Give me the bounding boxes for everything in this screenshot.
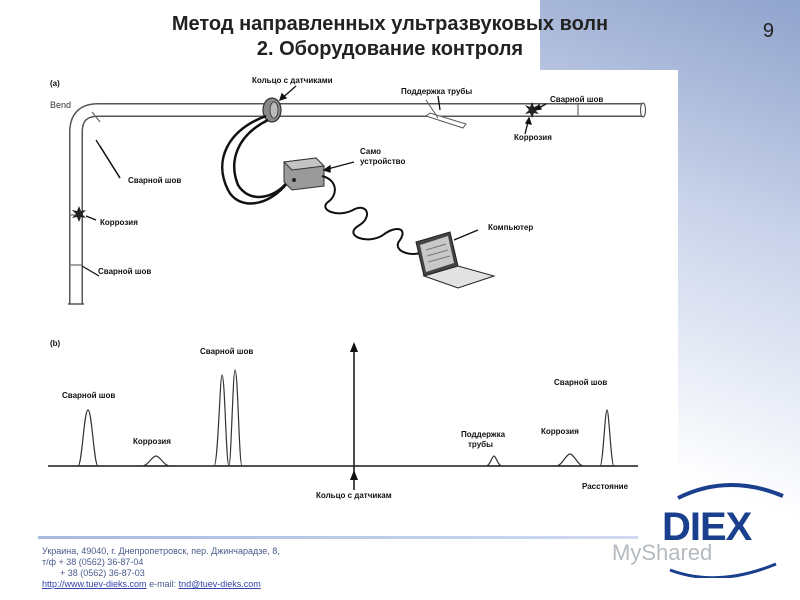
- amplitude-axis-arrow: [350, 342, 358, 352]
- label-b-weld-left: Сварной шов: [62, 391, 115, 400]
- label-b-weld-right: Сварной шов: [554, 378, 607, 387]
- pipe-support: [424, 99, 467, 129]
- sensor-ring-marker-arrow: [350, 470, 358, 480]
- corrosion-mark-top: [525, 102, 539, 118]
- bend-label: Bend: [50, 100, 71, 110]
- diagram-panel: (a) Bend: [38, 70, 678, 505]
- label-b-support-line2: трубы: [468, 440, 493, 449]
- footer-contacts: Украина, 49040, г. Днепропетровск, пер. …: [42, 546, 280, 590]
- corrosion-mark-left: [72, 206, 86, 222]
- label-b-sensor-ring: Кольцо с датчикам: [316, 491, 392, 500]
- label-device-line2: устройство: [360, 157, 405, 166]
- panel-b-label: (b): [50, 339, 61, 348]
- sensor-ring-icon: [262, 97, 282, 123]
- label-b-weld-mid: Сварной шов: [200, 347, 253, 356]
- diex-logo-swoosh: [669, 483, 784, 578]
- diagram-svg: (a) Bend: [48, 76, 647, 500]
- email-label: e-mail:: [149, 579, 177, 589]
- footer-links: http://www.tuev-dieks.com e-mail: tnd@tu…: [42, 579, 280, 590]
- label-b-support-line1: Поддержка: [461, 430, 506, 439]
- footer-address: Украина, 49040, г. Днепропетровск, пер. …: [42, 546, 280, 556]
- label-b-corrosion-right: Коррозия: [541, 427, 579, 436]
- label-device-line1: Само: [360, 147, 381, 156]
- inspection-device-icon: [282, 157, 326, 191]
- label-computer: Компьютер: [488, 223, 533, 232]
- myshared-watermark: MyShared: [612, 540, 713, 565]
- label-weld-left-upper: Сварной шов: [128, 176, 181, 185]
- diex-logo: DIEX: [662, 505, 752, 549]
- label-b-distance: Расстояние: [582, 482, 629, 491]
- title-line-2: 2. Оборудование контроля: [256, 38, 524, 60]
- email-link[interactable]: tnd@tuev-dieks.com: [178, 579, 261, 589]
- label-weld-left-lower: Сварной шов: [98, 267, 151, 276]
- footer-phone-1: т/ф + 38 (0562) 36-87-04: [42, 557, 144, 567]
- signal-trace: [48, 369, 638, 467]
- slide-title: Метод направленных ультразвуковых волн 2…: [120, 12, 660, 62]
- title-line-1: Метод направленных ультразвуковых волн: [171, 13, 609, 35]
- label-corrosion-left: Коррозия: [100, 218, 138, 227]
- footer-divider: [38, 536, 638, 539]
- sensor-cable: [221, 114, 292, 205]
- page-number: 9: [762, 20, 774, 42]
- computer-icon: [415, 231, 496, 289]
- pipe: [68, 102, 647, 305]
- label-corrosion-top: Коррозия: [514, 133, 552, 142]
- label-sensor-ring: Кольцо с датчиками: [252, 76, 333, 85]
- annotation-arrows-a: [81, 85, 547, 277]
- website-link[interactable]: http://www.tuev-dieks.com: [42, 579, 147, 589]
- label-b-corrosion-left: Коррозия: [133, 437, 171, 446]
- label-weld-top: Сварной шов: [550, 95, 603, 104]
- label-pipe-support: Поддержка трубы: [401, 87, 472, 96]
- panel-a-label: (a): [50, 79, 60, 88]
- footer-phone-2: + 38 (0562) 36-87-03: [60, 568, 145, 578]
